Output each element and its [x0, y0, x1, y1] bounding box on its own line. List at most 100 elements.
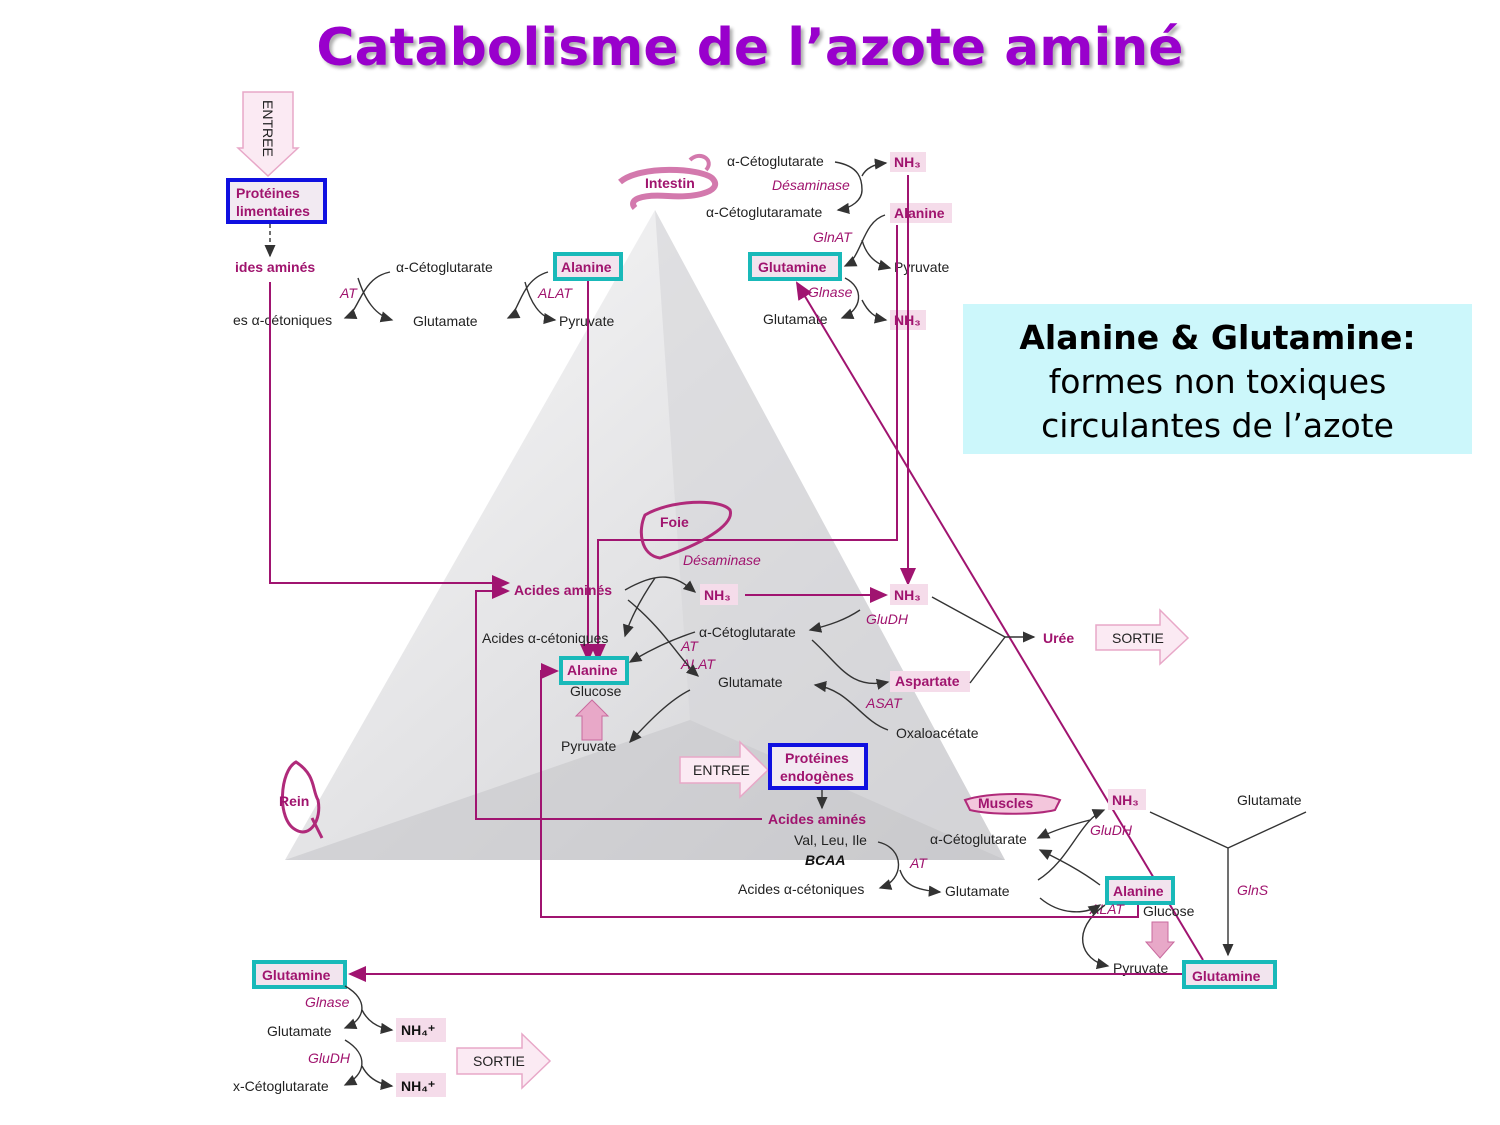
callout-line-1: formes non toxiques: [1048, 362, 1387, 401]
tl-alat: ALAT: [537, 285, 573, 301]
pyramid-floor: [285, 720, 1005, 860]
proteines-endogenes-box: [768, 743, 868, 790]
rein-nh4-1: NH₄⁺: [401, 1022, 435, 1038]
foie-acides-amines: Acides aminés: [514, 582, 612, 598]
foie-at: AT: [680, 638, 699, 654]
int-pyruvate: Pyruvate: [894, 259, 949, 275]
rein-nh4-2-bg: [396, 1073, 446, 1097]
entree-arrow-top: ENTREE: [236, 91, 300, 178]
foie-sortie: SORTIE: [1112, 630, 1164, 646]
rein-sortie: SORTIE: [473, 1053, 525, 1069]
int-a-cetoglutaramate: α-Cétoglutaramate: [706, 204, 822, 220]
muscles-alanine-box: [1105, 876, 1175, 905]
muscles-curve-1: [877, 841, 900, 890]
muscles-val-leu: Val, Leu, Ile: [794, 832, 867, 848]
muscles-acides-amines: Acides aminés: [768, 811, 866, 827]
pyramid-shade: [655, 210, 1005, 860]
muscles-bcaa: BCAA: [805, 852, 845, 868]
muscles-glucose-pyruvate-arrow: [1144, 921, 1176, 959]
muscles-nh3-bg: [1108, 789, 1146, 810]
tl-glutamate: Glutamate: [413, 313, 478, 329]
foie-glucose-pyruvate-arrow: [574, 699, 610, 741]
foie-glutamate: Glutamate: [718, 674, 783, 690]
rein-organ-icon: [281, 760, 324, 839]
foie-curve-5: [629, 689, 691, 744]
foie-curve-6: [808, 609, 861, 633]
muscles-label: Muscles: [978, 795, 1033, 811]
slide-title: Catabolisme de l’azote aminé: [316, 18, 1184, 78]
rein-nh4-1-bg: [396, 1018, 446, 1042]
int-glutamate: Glutamate: [763, 311, 828, 327]
foie-curve-8: [813, 681, 889, 731]
rein-a-cetoglutarate: x-Cétoglutarate: [233, 1078, 329, 1094]
entree-label-top: ENTREE: [260, 100, 276, 157]
muscles-nh3: NH₃: [1112, 792, 1139, 808]
int-nh3-1: NH₃: [894, 154, 921, 170]
foie-nh3-right: NH₃: [894, 587, 921, 603]
muscles-a-cetoglutarate: α-Cétoglutarate: [930, 831, 1027, 847]
int-glutamine-box: [748, 252, 842, 281]
foie-glucose: Glucose: [570, 683, 622, 699]
entree-arrow-muscles: [679, 740, 770, 799]
foie-curve-2: [622, 577, 656, 638]
flow-muscle-aa-to-foie: [475, 583, 762, 820]
sortie-arrow-rein: [456, 1032, 552, 1090]
int-curve-6: [861, 299, 888, 324]
foie-oxaloacetate: Oxaloacétate: [896, 725, 979, 741]
int-alanine: Alanine: [894, 205, 945, 221]
foie-aspartate: Aspartate: [895, 673, 960, 689]
foie-curve-4: [628, 631, 696, 663]
sortie-arrow-foie: [1095, 608, 1190, 666]
foie-alat: ALAT: [680, 656, 716, 672]
proteines-alimentaires-l1: Protéines: [236, 185, 300, 201]
rein-glutamine: Glutamine: [262, 967, 331, 983]
muscles-pyruvate: Pyruvate: [1113, 960, 1168, 976]
foie-curve-7: [811, 639, 890, 690]
rein-glnase: Glnase: [305, 994, 350, 1010]
int-curve-1: [834, 161, 863, 214]
int-curve-3: [843, 214, 886, 267]
rein-gludh: GluDH: [308, 1050, 351, 1066]
muscles-acides-cetoniques: Acides α-cétoniques: [738, 881, 864, 897]
tl-at-curve-1: [343, 271, 391, 320]
proteines-endogenes-l1: Protéines: [785, 750, 849, 766]
int-desaminase: Désaminase: [772, 177, 850, 193]
rein-curve-1: [343, 985, 363, 1030]
int-nh3-1-bg: [890, 152, 926, 172]
muscles-curve-6: [1038, 849, 1101, 886]
callout-line-2: circulantes de l’azote: [1041, 406, 1394, 445]
foie-nh3-bg: [700, 584, 738, 605]
int-curve-2: [861, 158, 888, 177]
rein-curve-3: [343, 1039, 363, 1086]
foie-curve-3: [627, 599, 700, 677]
foie-nh3-right-bg: [890, 584, 928, 605]
rein-nh4-2: NH₄⁺: [401, 1078, 435, 1094]
muscles-glns-lines: [1149, 811, 1307, 955]
flow-acides-amines-to-foie: [269, 282, 510, 591]
muscles-glutamate-top: Glutamate: [1237, 792, 1302, 808]
foie-organ-icon: [639, 500, 732, 560]
callout-heading: Alanine & Glutamine:: [1019, 318, 1416, 357]
int-glnat: GlnAT: [813, 229, 853, 245]
tl-acides-amines: ides aminés: [235, 259, 315, 275]
foie-desaminase: Désaminase: [683, 552, 761, 568]
muscles-curve-2: [899, 869, 942, 897]
foie-aspartate-bg: [890, 671, 970, 692]
tl-pyruvate: Pyruvate: [559, 313, 614, 329]
foie-curve-1: [624, 576, 697, 593]
foie-a-cetoglutarate: α-Cétoglutarate: [699, 624, 796, 640]
foie-nh3: NH₃: [704, 587, 731, 603]
foie-alanine: Alanine: [567, 662, 618, 678]
int-glnase: Glnase: [808, 284, 853, 300]
foie-acides-cetoniques: Acides α-cétoniques: [482, 630, 608, 646]
int-glutamine: Glutamine: [758, 259, 827, 275]
muscles-curve-5: [1039, 897, 1102, 916]
muscles-glutamine: Glutamine: [1192, 968, 1261, 984]
int-a-cetoglutarate: α-Cétoglutarate: [727, 153, 824, 169]
tl-at: AT: [339, 285, 358, 301]
foie-pyruvate: Pyruvate: [561, 738, 616, 754]
tl-at-curve-2: [357, 277, 394, 323]
muscles-glucose: Glucose: [1143, 903, 1195, 919]
tl-alanine-box: [553, 252, 623, 281]
